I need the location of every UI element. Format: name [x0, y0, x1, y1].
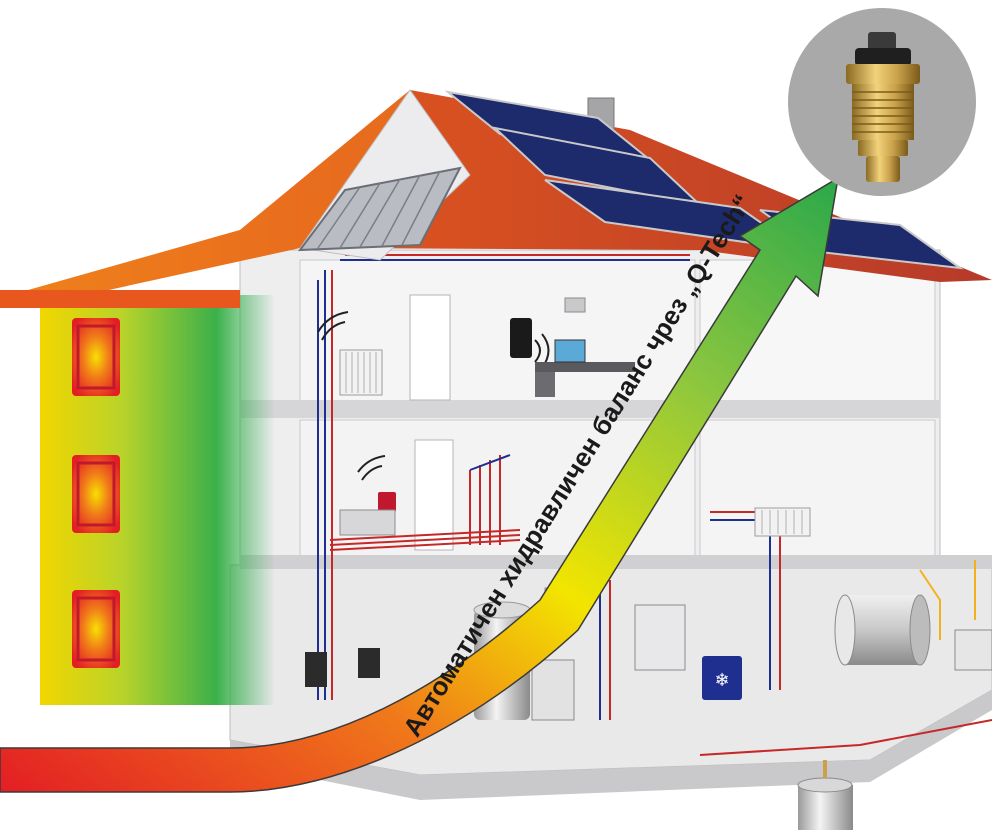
hydraulic-station	[634, 604, 686, 671]
gas-unit	[954, 629, 992, 671]
radiator-icon	[339, 349, 383, 396]
pump-unit	[305, 652, 327, 687]
roof-hot-zone	[0, 90, 410, 305]
pump-unit	[358, 648, 380, 678]
svg-text:❄: ❄	[714, 670, 729, 691]
foundation-edge	[230, 690, 992, 800]
control-panel	[339, 509, 396, 536]
solar-panel-icon	[297, 166, 462, 252]
monitor-icon	[554, 339, 586, 363]
gas-pipes	[919, 560, 976, 640]
thermostat-icon	[378, 492, 396, 512]
valve-insert-icon	[846, 32, 920, 182]
desk	[535, 362, 635, 372]
valve-inset	[788, 8, 976, 196]
ground-right-room	[699, 419, 936, 561]
arrow-icon	[0, 176, 840, 793]
floor-heating-loops	[329, 454, 521, 551]
thermostat-icon	[510, 318, 532, 358]
boiler-icon	[531, 659, 575, 721]
door-upper	[409, 294, 451, 401]
borehole-tank-icon	[797, 760, 853, 830]
floor-slab-1	[240, 400, 940, 418]
desk-drawer	[535, 372, 555, 397]
thermal-window-hotspots	[72, 318, 120, 668]
radiator-icon	[754, 507, 811, 537]
thermal-eave	[0, 290, 240, 308]
sensor-icon	[564, 297, 586, 313]
door-ground	[414, 439, 454, 551]
supply-pipes	[331, 254, 992, 756]
heat-pump-icon: ❄	[702, 656, 742, 700]
storage-tank-icon	[834, 594, 931, 666]
